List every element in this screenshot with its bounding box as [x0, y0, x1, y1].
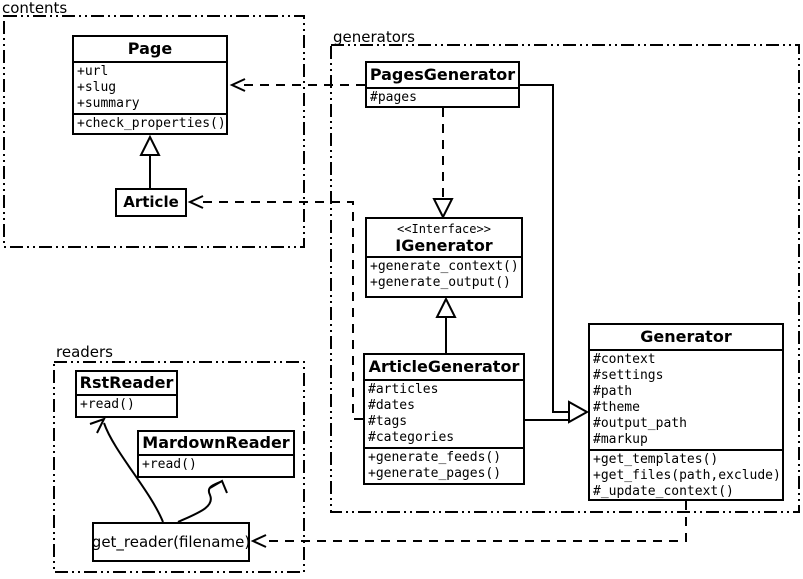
- open-arrowhead-getreader: [250, 534, 267, 548]
- class-page: Page +url +slug +summary +check_properti…: [72, 35, 228, 135]
- open-arrowhead-page: [229, 78, 246, 92]
- edge-getreader-rstreader: [103, 422, 164, 523]
- attribute: #tags: [368, 414, 408, 429]
- class-pagesgenerator: PagesGenerator #pages: [365, 61, 520, 108]
- class-article: Article: [115, 188, 187, 217]
- class-articlegenerator-methods: +generate_feeds() +generate_pages(): [365, 447, 523, 483]
- attribute: #context: [593, 352, 656, 367]
- edge-getreader-mardownreader: [177, 481, 221, 523]
- attribute: #path: [593, 384, 633, 399]
- method: +check_properties(): [77, 116, 226, 131]
- inheritance-triangle-generator: [568, 400, 590, 424]
- method: +generate_feeds(): [368, 450, 502, 465]
- dependency-articlegenerator-article: [202, 201, 363, 420]
- open-arrowhead-rstreader: [89, 417, 107, 434]
- method: #_update_context(): [593, 484, 734, 499]
- class-mardownreader-methods: +read(): [139, 454, 293, 474]
- realization-triangle-igenerator: [432, 198, 454, 220]
- method: +generate_pages(): [368, 466, 502, 481]
- package-label-readers: readers: [56, 343, 113, 361]
- class-igenerator: <<Interface>> IGenerator +generate_conte…: [365, 217, 523, 298]
- class-pagesgenerator-name: PagesGenerator: [369, 65, 516, 84]
- method: +generate_output(): [370, 275, 511, 290]
- class-igenerator-methods: +generate_context() +generate_output(): [367, 256, 521, 292]
- class-generator: Generator #context #settings #path #them…: [588, 323, 784, 501]
- attribute: #settings: [593, 368, 664, 383]
- class-rstreader: RstReader +read(): [75, 370, 178, 418]
- package-border-readers: [53, 361, 305, 573]
- class-pagesgenerator-attributes: #pages: [367, 87, 518, 106]
- class-articlegenerator: ArticleGenerator #articles #dates #tags …: [363, 353, 525, 485]
- attribute: #categories: [368, 430, 455, 445]
- attribute: #dates: [368, 398, 415, 413]
- class-generator-attributes: #context #settings #path #theme #output_…: [590, 349, 782, 449]
- class-igenerator-stereotype: <<Interface>>: [397, 222, 491, 236]
- open-arrowhead-article: [187, 195, 204, 209]
- attribute: +url: [77, 64, 109, 79]
- class-igenerator-name: IGenerator: [395, 236, 493, 255]
- function-box-label: get_reader(filename): [91, 533, 251, 551]
- package-border-generators: [330, 44, 800, 513]
- class-page-attributes: +url +slug +summary: [74, 61, 226, 113]
- package-label-contents: contents: [2, 0, 68, 17]
- attribute: +summary: [77, 96, 140, 111]
- class-page-methods: +check_properties(): [74, 113, 226, 133]
- inheritance-pagesgenerator-generator: [520, 84, 570, 413]
- class-rstreader-methods: +read(): [77, 394, 176, 414]
- inheritance-triangle-page: [139, 134, 161, 156]
- class-articlegenerator-name: ArticleGenerator: [368, 357, 520, 376]
- package-label-generators: generators: [333, 28, 415, 46]
- class-mardownreader-name: MardownReader: [142, 433, 290, 452]
- class-page-name: Page: [127, 39, 173, 58]
- attribute: #theme: [593, 400, 640, 415]
- dependency-generator-getreader: [265, 501, 687, 542]
- method: +read(): [80, 397, 135, 412]
- attribute: #markup: [593, 432, 648, 447]
- inheritance-triangle-igenerator: [435, 296, 457, 318]
- function-box-get-reader: get_reader(filename): [92, 522, 250, 562]
- class-articlegenerator-attributes: #articles #dates #tags #categories: [365, 379, 523, 447]
- method: +get_templates(): [593, 452, 719, 467]
- method: +get_files(path,exclude): [593, 468, 781, 483]
- method: +generate_context(): [370, 259, 519, 274]
- open-arrowhead-mardownreader: [209, 479, 228, 494]
- class-rstreader-name: RstReader: [79, 373, 174, 392]
- attribute: #articles: [368, 382, 439, 397]
- class-mardownreader: MardownReader +read(): [137, 430, 295, 478]
- attribute: #pages: [370, 90, 417, 105]
- package-border-contents: [3, 15, 305, 248]
- method: +read(): [142, 457, 197, 472]
- class-generator-methods: +get_templates() +get_files(path,exclude…: [590, 449, 782, 499]
- class-generator-name: Generator: [640, 327, 732, 346]
- class-article-name: Article: [123, 193, 179, 211]
- attribute: +slug: [77, 80, 117, 95]
- attribute: #output_path: [593, 416, 687, 431]
